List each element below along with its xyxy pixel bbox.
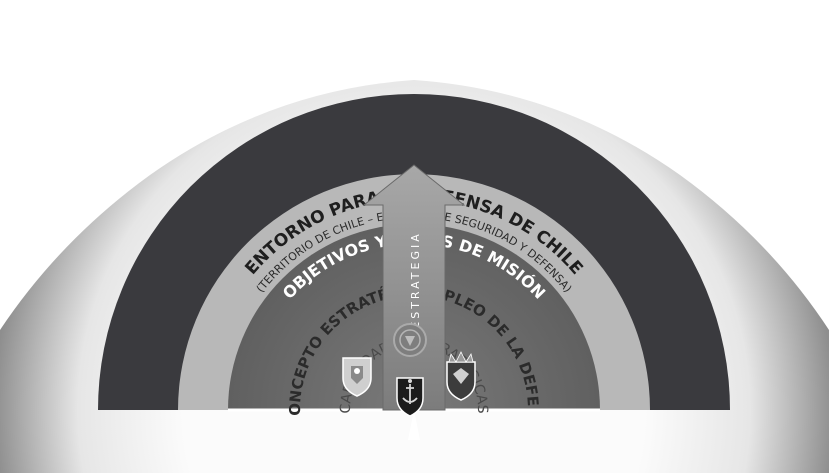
joint-staff-emblem-icon	[393, 323, 427, 357]
navy-emblem-icon	[396, 377, 424, 417]
core-center-notch	[408, 410, 420, 440]
strategy-arrow-label: ESTRATEGIA	[409, 231, 422, 328]
army-emblem-icon	[342, 357, 372, 397]
strategy-arrow: ESTRATEGIA	[362, 164, 466, 411]
air-force-emblem-icon	[446, 351, 476, 401]
